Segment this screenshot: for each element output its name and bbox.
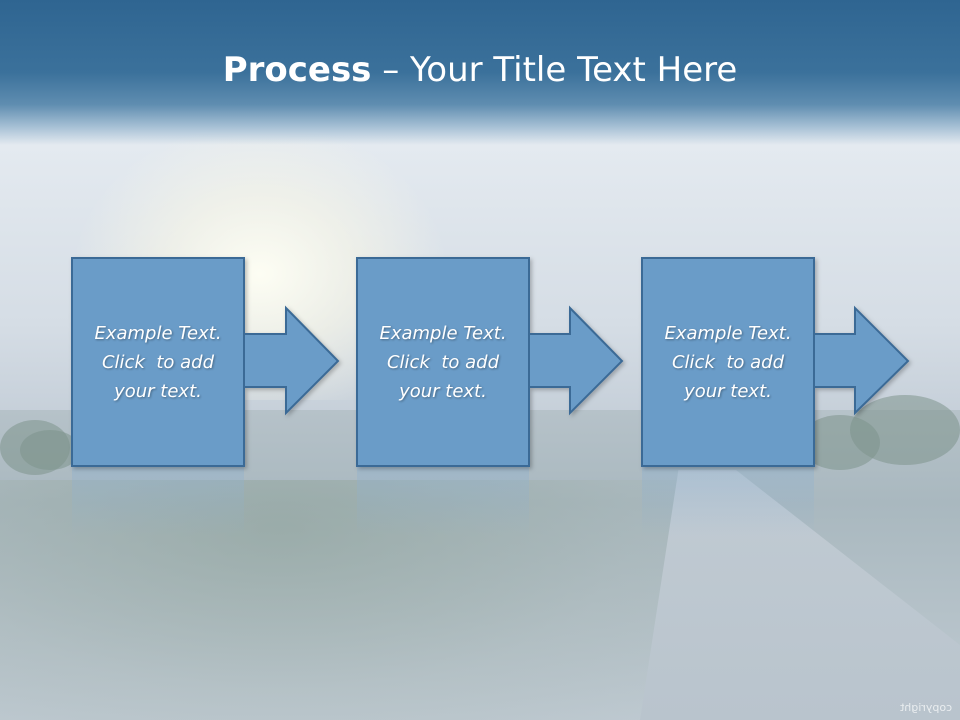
step-2-line-1: Example Text.	[379, 322, 507, 344]
step-2-line-2: Click to add	[386, 351, 499, 373]
step-2-text[interactable]: Example Text. Click to add your text.	[357, 258, 529, 466]
step-3-arrow	[813, 305, 910, 416]
step-1-line-3: your text.	[114, 380, 202, 402]
step-1-box	[71, 257, 245, 467]
photo-watermark: copyright	[899, 701, 952, 714]
step-2-box	[356, 257, 530, 467]
step-1-shape[interactable]	[71, 257, 340, 467]
page-title[interactable]: Process – Your Title Text Here	[0, 50, 960, 90]
background-tree	[20, 430, 80, 470]
step-3-shape[interactable]	[641, 257, 910, 467]
step-3-text[interactable]: Example Text. Click to add your text.	[642, 258, 814, 466]
step-1-line-1: Example Text.	[94, 322, 222, 344]
title-bar	[0, 0, 960, 145]
title-bold-text: Process	[222, 50, 372, 90]
step-1-text[interactable]: Example Text. Click to add your text.	[72, 258, 244, 466]
step-2-shape[interactable]	[356, 257, 624, 467]
step-3-box	[641, 257, 815, 467]
step-3-line-2: Click to add	[671, 351, 784, 373]
step-2-reflection	[357, 466, 529, 536]
step-1-line-2: Click to add	[101, 351, 214, 373]
step-2-line-3: your text.	[399, 380, 487, 402]
step-3-line-3: your text.	[684, 380, 772, 402]
step-1-arrow	[243, 305, 340, 416]
step-2-arrow	[528, 305, 624, 416]
title-rest-text: – Your Title Text Here	[371, 50, 738, 90]
step-1-reflection	[72, 466, 244, 536]
step-3-line-1: Example Text.	[664, 322, 792, 344]
step-3-reflection	[642, 466, 814, 536]
